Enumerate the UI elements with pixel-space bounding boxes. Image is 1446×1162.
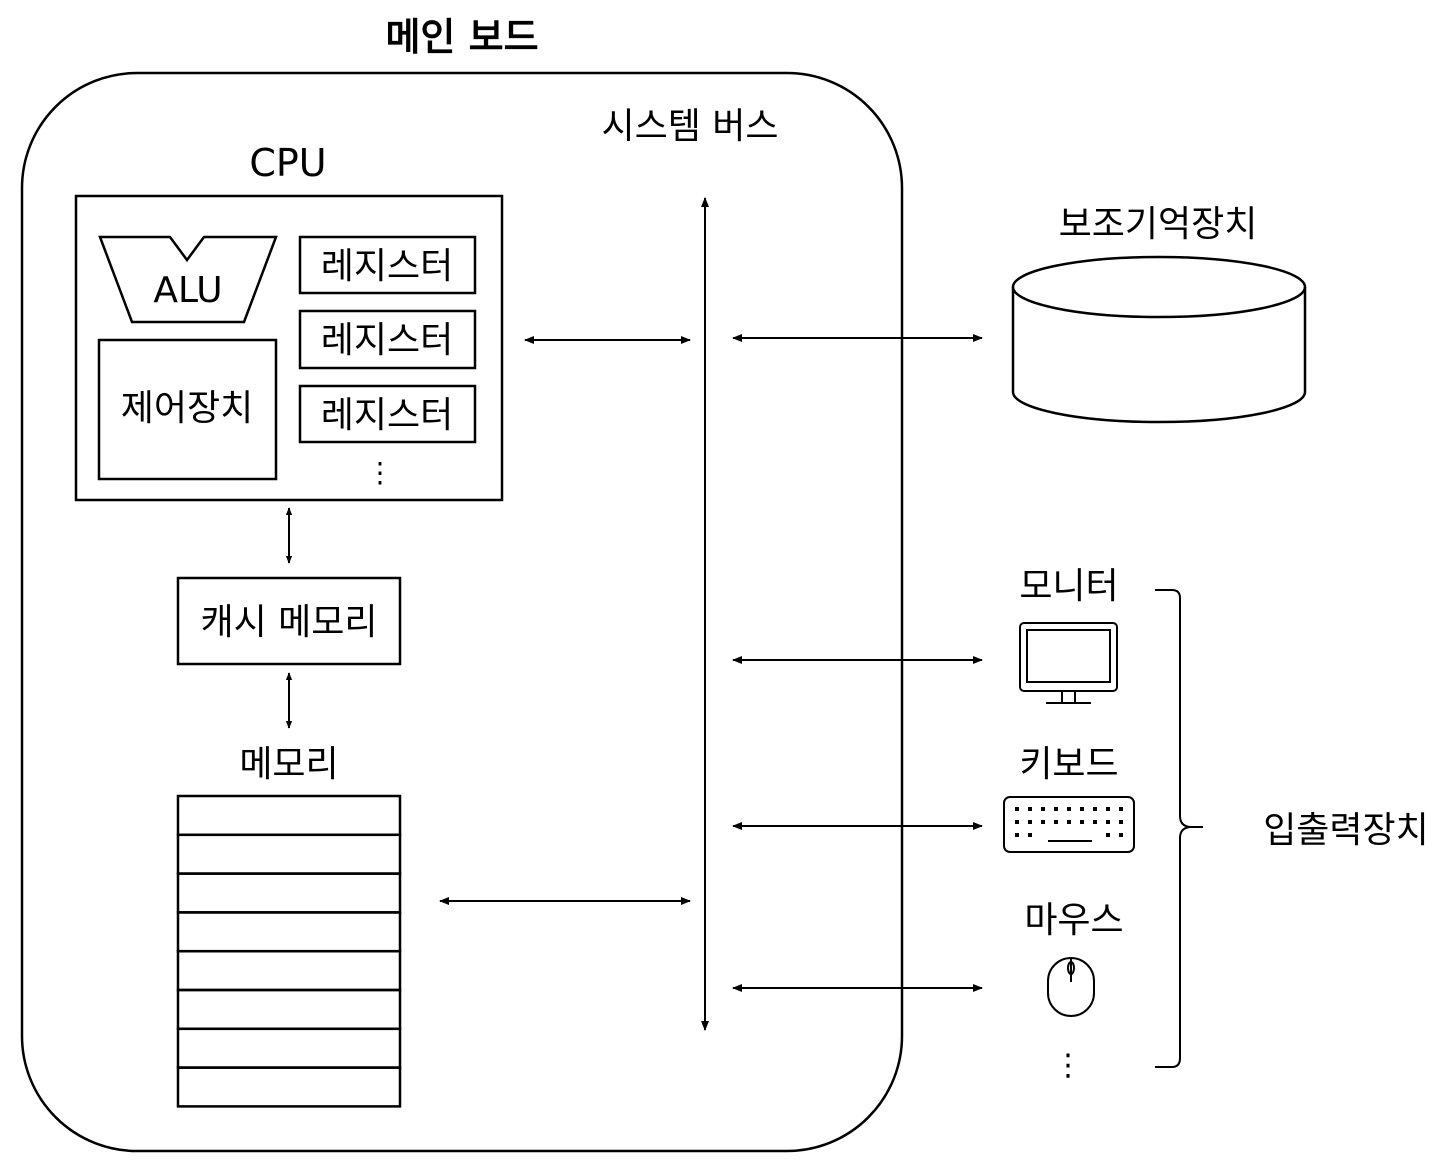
keyboard-key [1041,820,1045,824]
storage-title: 보조기억장치 [1059,204,1258,245]
keyboard-icon [1003,796,1135,853]
memory-row [176,1066,402,1108]
io-more-ellipsis: ⋮ [1053,1048,1083,1083]
keyboard-key [1041,807,1045,811]
keyboard-key [1015,833,1019,837]
keyboard-key [1080,820,1084,824]
keyboard-key [1028,807,1032,811]
system-bus-label: 시스템 버스 [601,106,778,147]
mouse-icon [1047,957,1095,1017]
memory-row [176,988,402,1031]
control-unit-box [97,338,278,481]
keyboard-key [1067,807,1071,811]
keyboard-key [1106,807,1110,811]
storage-cylinder [1011,255,1307,424]
register-box-3 [298,384,477,444]
memory-title: 메모리 [239,744,338,785]
keyboard-key [1106,820,1110,824]
control-unit-label: 제어장치 [121,388,253,429]
keyboard-key [1015,807,1019,811]
register-label-3: 레지스터 [321,395,453,436]
alu-shape [98,235,278,324]
cpu-box [74,194,504,502]
io-group-label: 입출력장치 [1263,810,1429,851]
cache-memory-label: 캐시 메모리 [200,602,377,643]
monitor-label: 모니터 [1019,566,1118,607]
keyboard-key [1054,820,1058,824]
memory-row [176,1027,402,1069]
cache-memory-box [176,576,402,666]
main-board-frame [20,71,904,1153]
register-more-ellipsis: ⋮ [366,456,394,489]
keyboard-key [1028,833,1032,837]
memory-row [176,794,402,837]
register-box-2 [298,309,477,370]
keyboard-key [1080,807,1084,811]
monitor-icon [1019,622,1118,704]
keyboard-key [1028,820,1032,824]
memory-block [176,794,402,1108]
keyboard-key [1119,820,1123,824]
keyboard-key [1119,833,1123,837]
memory-row [176,872,402,914]
register-label-1: 레지스터 [321,246,453,287]
alu-label: ALU [153,270,222,311]
keyboard-key [1015,820,1019,824]
cpu-title: CPU [249,141,326,185]
memory-row [176,949,402,992]
memory-row [176,833,402,875]
keyboard-key [1067,820,1071,824]
io-brace [1155,589,1191,1068]
keyboard-label: 키보드 [1019,744,1118,785]
main-board-title: 메인 보드 [385,15,538,59]
keyboard-key [1093,807,1097,811]
keyboard-key [1119,807,1123,811]
memory-row [176,911,402,953]
register-box-1 [298,235,477,295]
keyboard-key [1054,807,1058,811]
register-label-2: 레지스터 [321,320,453,361]
keyboard-key [1093,820,1097,824]
keyboard-key [1106,833,1110,837]
mouse-label: 마우스 [1024,900,1123,941]
